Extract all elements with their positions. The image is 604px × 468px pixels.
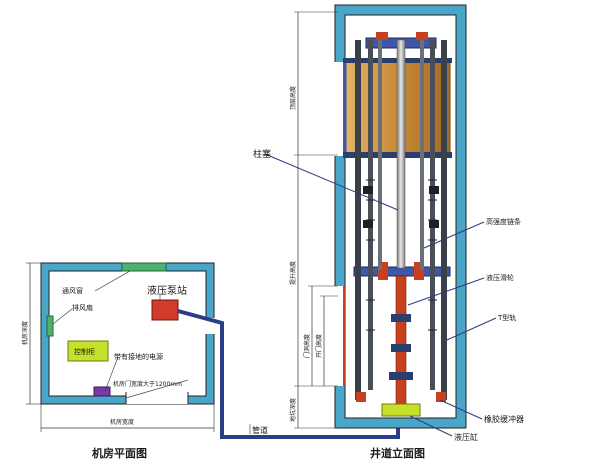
- top-height-label: 顶层高度: [289, 86, 297, 110]
- pump-station-label: 液压泵站: [147, 284, 187, 297]
- chain-left-outer: [368, 40, 373, 390]
- vent-window: [121, 262, 167, 272]
- room-depth-label: 机房深度: [21, 321, 29, 345]
- machine-room-title: 机房平面图: [92, 446, 147, 460]
- open-height-label: 开门高度: [315, 334, 323, 358]
- hoistway-elevation: 柱塞 高强度链条 液压滑轮 T型轨 橡胶缓冲器 液压缸 顶层高度 提升高度 门洞…: [253, 4, 524, 460]
- exhaust-fan: [46, 315, 54, 337]
- control-cabinet: [67, 340, 109, 362]
- oil-pipe: [177, 309, 400, 439]
- hydraulic-cylinder-label: 液压缸: [454, 432, 478, 442]
- floor-height-label: 提升高度: [289, 261, 297, 285]
- room-width-label: 机房宽度: [110, 418, 134, 426]
- power-lighting-label: 带有接地的电源: [114, 352, 163, 361]
- chain-left-inner: [378, 40, 382, 270]
- rubber-buffer: [381, 403, 421, 417]
- hydraulic-cylinder: [395, 275, 407, 407]
- machine-room-plan: 通风窗 排风扇 液压泵站 控制柜 带有接地的电源 机房门宽度大于1200mm 机…: [21, 262, 218, 460]
- door-height-label: 门洞高度: [303, 334, 311, 358]
- hydraulic-pulley-label: 液压滑轮: [486, 273, 514, 282]
- t-rail-label: T型轨: [497, 313, 516, 322]
- pit-depth-label: 地坑深度: [289, 398, 297, 422]
- door-width-label: 机房门宽度大于1200mm: [113, 380, 182, 388]
- pipe-label: 管道: [252, 425, 268, 435]
- plunger: [396, 39, 406, 269]
- pump-station: [151, 299, 179, 321]
- plunger-label: 柱塞: [253, 148, 271, 160]
- hoistway-title: 井道立面图: [370, 446, 425, 460]
- exhaust-fan-label: 排风扇: [72, 303, 93, 312]
- door-swing: [125, 379, 189, 399]
- t-rail-right: [441, 40, 447, 400]
- chain-right-outer: [430, 40, 435, 390]
- control-cabinet-label: 控制柜: [74, 347, 95, 356]
- power-supply: [93, 386, 111, 397]
- t-rail-left: [355, 40, 361, 400]
- hoistway-wall: [335, 5, 466, 428]
- vent-window-label: 通风窗: [62, 286, 83, 295]
- rubber-buffer-label: 橡胶缓冲器: [484, 414, 524, 424]
- chain-right-inner: [420, 40, 424, 270]
- chain-label: 高强度链条: [486, 217, 521, 226]
